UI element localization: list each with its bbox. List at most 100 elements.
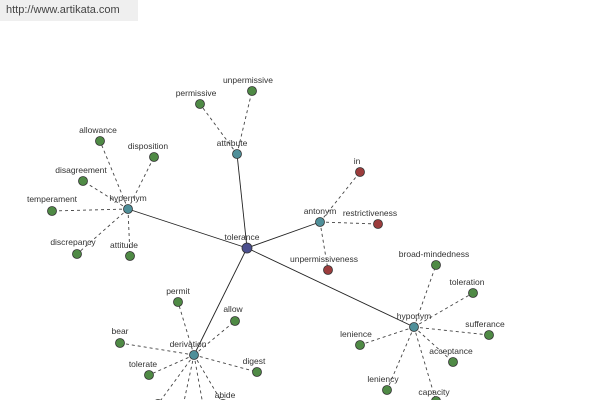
node-antonym[interactable]: antonym <box>304 206 337 227</box>
node-attribute[interactable]: attribute <box>217 138 248 159</box>
node-label: allow <box>223 304 243 314</box>
node-hypernym-discrepancy[interactable]: discrepancy <box>50 237 96 259</box>
node-dot[interactable] <box>323 265 333 275</box>
node-dot[interactable] <box>382 385 392 395</box>
node-dot[interactable] <box>448 357 458 367</box>
node-derivation[interactable]: derivation <box>170 339 207 360</box>
node-dot[interactable] <box>78 176 88 186</box>
node-label: restrictiveness <box>343 208 397 218</box>
node-hypernym-attitude[interactable]: attitude <box>110 240 138 261</box>
node-dot[interactable] <box>232 149 242 159</box>
edge-hyponym-hyponym-broad-mindedness <box>413 264 437 328</box>
node-hypernym[interactable]: hypernym <box>109 193 147 214</box>
node-derivation-allow[interactable]: allow <box>223 304 244 326</box>
source-banner: http://www.artikata.com <box>0 0 138 21</box>
node-label: hypernym <box>109 193 146 203</box>
node-dot[interactable] <box>173 297 183 307</box>
edge-attribute-attribute-unpermissive <box>236 90 253 155</box>
node-label: toleration <box>450 277 485 287</box>
node-label: hyponym <box>397 311 432 321</box>
node-label: tolerance <box>225 232 260 242</box>
node-dot[interactable] <box>252 367 262 377</box>
node-dot[interactable] <box>355 167 365 177</box>
edge-attribute-attribute-permissive <box>199 103 238 155</box>
edge-derivation-derivation-bear <box>119 342 195 356</box>
edge-derivation-derivation-offscreen-1 <box>160 354 195 400</box>
node-antonym-restrictiveness[interactable]: restrictiveness <box>343 208 397 229</box>
node-dot[interactable] <box>241 242 253 254</box>
node-hyponym-capacity[interactable]: capacity <box>418 387 450 400</box>
node-hyponym-broad-mindedness[interactable]: broad-mindedness <box>399 249 469 270</box>
node-label: tolerate <box>129 359 158 369</box>
node-derivation-tolerate[interactable]: tolerate <box>129 359 158 380</box>
node-hypernym-allowance[interactable]: allowance <box>79 125 117 146</box>
node-dot[interactable] <box>355 340 365 350</box>
edge-hypernym-hypernym-discrepancy <box>76 208 129 255</box>
edge-derivation-derivation-offscreen-2 <box>183 354 195 400</box>
node-dot[interactable] <box>247 86 257 96</box>
edge-hypernym-hypernym-disagreement <box>82 180 129 210</box>
node-antonym-in[interactable]: in <box>354 156 365 177</box>
node-attribute-permissive[interactable]: permissive <box>176 88 217 109</box>
node-hyponym-acceptance[interactable]: acceptance <box>429 346 473 367</box>
node-label: acceptance <box>429 346 473 356</box>
node-dot[interactable] <box>47 206 57 216</box>
node-hypernym-temperament[interactable]: temperament <box>27 194 78 216</box>
node-dot[interactable] <box>149 152 159 162</box>
node-dot[interactable] <box>144 370 154 380</box>
graph-edges <box>51 90 490 400</box>
node-label: attitude <box>110 240 138 250</box>
node-hyponym-toleration[interactable]: toleration <box>450 277 485 298</box>
node-attribute-unpermissive[interactable]: unpermissive <box>223 75 273 96</box>
node-label: abide <box>215 390 236 400</box>
node-derivation-permit[interactable]: permit <box>166 286 190 307</box>
edge-hyponym-hyponym-sufferance <box>413 326 490 336</box>
edge-tolerance-derivation <box>193 247 248 356</box>
node-dot[interactable] <box>468 288 478 298</box>
node-dot[interactable] <box>123 204 133 214</box>
edge-derivation-derivation-allow <box>193 320 236 356</box>
node-tolerance[interactable]: tolerance <box>225 232 260 254</box>
node-label: digest <box>243 356 266 366</box>
graph-nodes: permissive unpermissive allowance dispositi… <box>27 75 505 400</box>
node-derivation-bear[interactable]: bear <box>111 326 129 348</box>
node-hypernym-disagreement[interactable]: disagreement <box>55 165 107 186</box>
edge-hypernym-hypernym-allowance <box>99 140 129 210</box>
node-hyponym-leniency[interactable]: leniency <box>367 374 399 395</box>
node-dot[interactable] <box>431 396 441 400</box>
source-url-link[interactable]: http://www.artikata.com <box>6 4 120 16</box>
node-dot[interactable] <box>373 219 383 229</box>
node-hyponym-lenience[interactable]: lenience <box>340 329 372 350</box>
edge-hyponym-hyponym-capacity <box>413 326 437 400</box>
edge-derivation-derivation-digest <box>193 354 258 373</box>
node-dot[interactable] <box>72 249 82 259</box>
node-hypernym-disposition[interactable]: disposition <box>128 141 168 162</box>
node-antonym-unpermissiveness[interactable]: unpermissiveness <box>290 254 358 275</box>
node-dot[interactable] <box>230 316 240 326</box>
node-dot[interactable] <box>315 217 325 227</box>
node-dot[interactable] <box>95 136 105 146</box>
node-label: sufferance <box>465 319 505 329</box>
node-dot[interactable] <box>115 338 125 348</box>
node-dot[interactable] <box>125 251 135 261</box>
node-dot[interactable] <box>484 330 494 340</box>
node-label: temperament <box>27 194 78 204</box>
node-derivation-abide[interactable]: abide <box>215 390 236 400</box>
node-label: broad-mindedness <box>399 249 469 259</box>
node-hyponym-sufferance[interactable]: sufferance <box>465 319 505 340</box>
node-dot[interactable] <box>431 260 441 270</box>
node-label: permissive <box>176 88 217 98</box>
node-hyponym[interactable]: hyponym <box>397 311 432 332</box>
node-label: discrepancy <box>50 237 96 247</box>
node-label: permit <box>166 286 190 296</box>
node-label: bear <box>111 326 128 336</box>
node-label: unpermissive <box>223 75 273 85</box>
node-dot[interactable] <box>409 322 419 332</box>
node-label: capacity <box>418 387 450 397</box>
node-label: allowance <box>79 125 117 135</box>
node-dot[interactable] <box>189 350 199 360</box>
edge-tolerance-antonym <box>246 221 321 249</box>
node-derivation-digest[interactable]: digest <box>243 356 266 377</box>
node-dot[interactable] <box>195 99 205 109</box>
edge-antonym-antonym-in <box>319 171 361 223</box>
